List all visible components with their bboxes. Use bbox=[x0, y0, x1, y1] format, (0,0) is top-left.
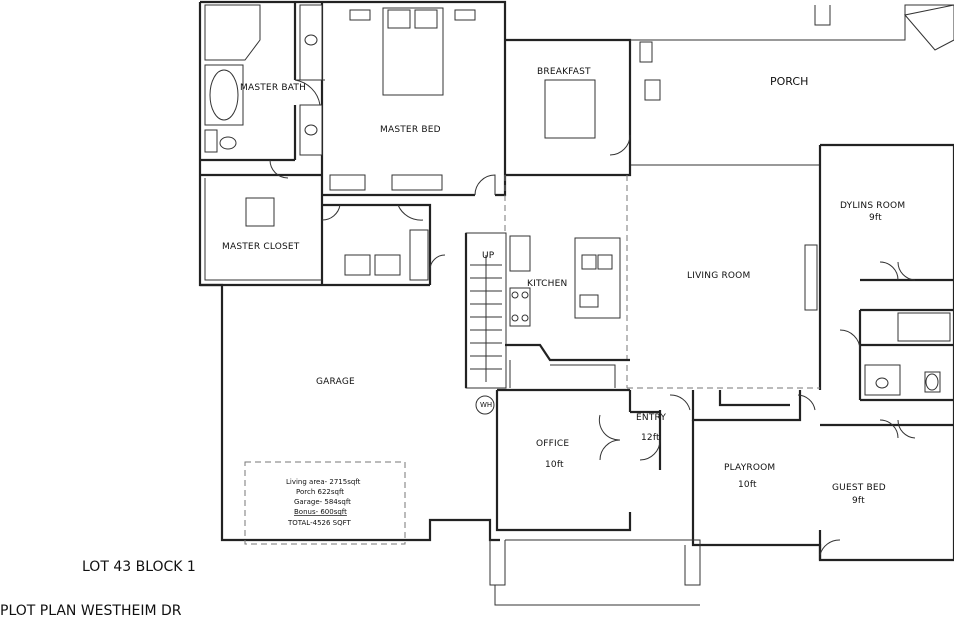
label-living-room: LIVING ROOM bbox=[687, 271, 750, 281]
note-porch-area: Porch 622sqft bbox=[296, 488, 344, 496]
breakfast-table bbox=[544, 79, 596, 139]
label-porch: PORCH bbox=[770, 75, 808, 88]
label-breakfast: BREAKFAST bbox=[537, 67, 591, 77]
label-entry-ceiling: 12ft bbox=[641, 433, 660, 443]
label-stair-up: UP bbox=[482, 251, 495, 261]
label-office-ceiling: 10ft bbox=[545, 460, 564, 470]
label-dylins-room: DYLINS ROOM bbox=[840, 201, 905, 211]
plot-plan-title: PLOT PLAN WESTHEIM DR bbox=[0, 603, 182, 619]
label-guest-bed: GUEST BED bbox=[832, 483, 886, 493]
label-dylins-ceiling: 9ft bbox=[869, 213, 882, 223]
label-water-heater: WH bbox=[480, 401, 492, 409]
label-kitchen: KITCHEN bbox=[527, 279, 567, 289]
label-master-bath: MASTER BATH bbox=[240, 83, 306, 93]
label-entry: ENTRY bbox=[636, 413, 666, 423]
area-summary-box bbox=[244, 461, 406, 545]
label-garage: GARAGE bbox=[316, 377, 355, 387]
label-office: OFFICE bbox=[536, 439, 569, 449]
guest-bathtub bbox=[897, 312, 951, 342]
label-master-closet: MASTER CLOSET bbox=[222, 242, 300, 252]
lot-title: LOT 43 BLOCK 1 bbox=[82, 559, 196, 575]
note-garage-area: Garage- 584sqft bbox=[294, 498, 351, 506]
note-total-area: TOTAL-4526 SQFT bbox=[287, 519, 352, 527]
water-heater bbox=[475, 395, 495, 415]
fixtures bbox=[204, 4, 954, 415]
label-playroom: PLAYROOM bbox=[724, 463, 775, 473]
label-guest-ceiling: 9ft bbox=[852, 496, 865, 506]
label-master-bed: MASTER BED bbox=[380, 125, 441, 135]
note-bonus-area: Bonus- 600sqft bbox=[294, 508, 347, 516]
label-playroom-ceiling: 10ft bbox=[738, 480, 757, 490]
note-living-area: Living area- 2715sqft bbox=[286, 478, 361, 486]
